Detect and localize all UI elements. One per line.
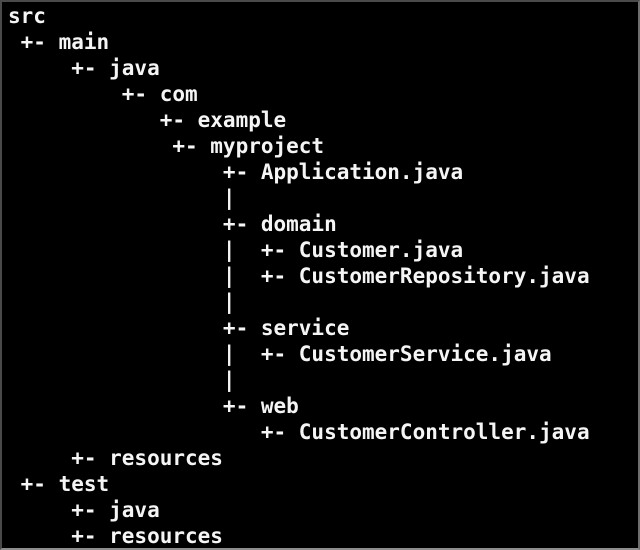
directory-tree: src +- main +- java +- com +- example +-… [8,4,590,548]
